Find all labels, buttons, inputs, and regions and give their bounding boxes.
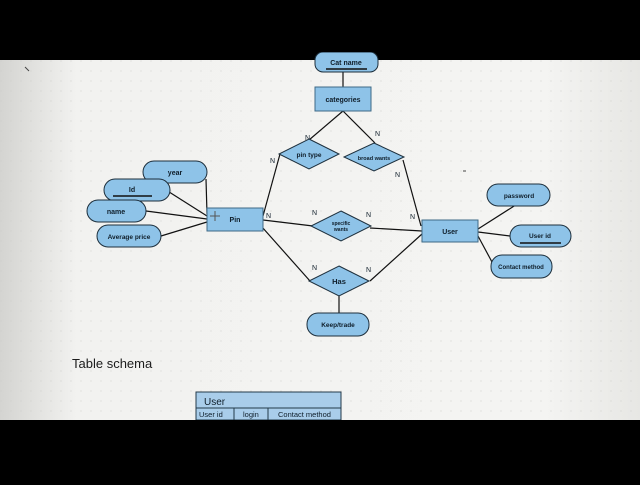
entity-user-label: User — [442, 229, 458, 236]
attribute-year: year — [142, 160, 208, 184]
relationship-has-label: Has — [332, 277, 346, 286]
entity-pin: Pin — [206, 207, 264, 232]
attribute-user-id: User id — [509, 224, 572, 248]
cardinality-marks: N N N N N N N N N N — [266, 131, 415, 274]
schema-table-title: User — [204, 397, 226, 408]
cardinality-label: N — [266, 213, 271, 220]
attribute-user-id-label: User id — [529, 233, 551, 240]
cardinality-label: N — [312, 265, 317, 272]
cardinality-label: N — [375, 131, 380, 138]
cardinality-label: N — [305, 135, 310, 142]
edge-id-pin — [165, 189, 208, 217]
cardinality-label: N — [312, 210, 317, 217]
cardinality-label: N — [395, 172, 400, 179]
letterbox-top-cover — [0, 0, 640, 52]
cardinality-label: N — [410, 214, 415, 221]
edge-pin-specificwants — [262, 219, 314, 227]
relationship-broad-wants: broad wants — [342, 142, 406, 172]
relationship-has: Has — [307, 265, 371, 297]
stray-mark — [24, 66, 30, 72]
edge-name-pin — [145, 210, 208, 220]
cardinality-label: N — [366, 212, 371, 219]
entity-pin-shape — [206, 207, 264, 232]
entity-user-shape — [421, 219, 479, 243]
cardinality-label: N — [366, 267, 371, 274]
attribute-name-shape — [86, 199, 147, 223]
schema-column-header: Contact method — [278, 410, 331, 419]
edge-broadwants-user — [402, 159, 422, 227]
attribute-id: Id — [103, 178, 171, 202]
schema-column-header: User id — [199, 410, 223, 419]
attribute-keep-trade-shape — [306, 312, 370, 337]
relationship-pin-type: pin type — [277, 138, 341, 170]
entity-pin-label: Pin — [230, 217, 241, 224]
relationship-pin-type-label: pin type — [297, 152, 322, 159]
move-cursor-icon — [210, 211, 220, 221]
attribute-name-label: name — [107, 209, 125, 216]
attribute-contact-method-label: Contact method — [498, 265, 544, 271]
table-schema-heading: Table schema — [72, 356, 153, 371]
edge-user-contactmethod — [477, 235, 493, 263]
attribute-average-price-label: Average price — [108, 234, 151, 241]
attribute-id-shape — [103, 178, 171, 202]
edge-averageprice-pin — [160, 221, 208, 237]
edge-categories-pintype — [308, 110, 344, 141]
attribute-keep-trade-label: Keep/trade — [321, 322, 355, 329]
entity-categories: categories — [314, 86, 372, 112]
relationship-has-shape — [307, 265, 371, 297]
schema-table-user: User User id login Contact method — [195, 391, 342, 421]
attribute-cat-name-label: Cat name — [330, 60, 362, 67]
relationship-broad-wants-label: broad wants — [358, 156, 390, 162]
cardinality-label: N — [270, 158, 275, 165]
attribute-name: name — [86, 199, 147, 223]
attribute-average-price: Average price — [96, 224, 162, 248]
attribute-contact-method-shape — [490, 254, 553, 279]
attribute-keep-trade: Keep/trade — [306, 312, 370, 337]
relationship-specific-wants-label-line2: wants — [333, 227, 348, 233]
attribute-year-shape — [142, 160, 208, 184]
attribute-contact-method: Contact method — [490, 254, 553, 279]
attribute-cat-name: Cat name — [314, 51, 379, 73]
attribute-password-label: password — [504, 193, 534, 200]
attribute-user-id-shape — [509, 224, 572, 248]
edge-user-userid — [477, 231, 511, 237]
entity-user: User — [421, 219, 479, 243]
edge-categories-broadwants — [342, 110, 376, 144]
letterbox-bottom-cover — [0, 420, 640, 480]
relationship-specific-wants-shape — [309, 210, 373, 242]
edge-has-user — [369, 233, 423, 282]
edge-pin-has — [261, 226, 311, 282]
relationship-specific-wants-label-line1: specific — [332, 221, 351, 227]
attribute-password-shape — [486, 183, 551, 207]
relationship-pin-type-shape — [277, 138, 341, 170]
attribute-average-price-shape — [96, 224, 162, 248]
entity-categories-label: categories — [325, 97, 360, 104]
attribute-year-label: year — [168, 170, 183, 177]
entity-categories-shape — [314, 86, 372, 112]
edge-specificwants-user — [369, 227, 423, 232]
attribute-password: password — [486, 183, 551, 207]
attribute-id-label: Id — [129, 187, 135, 194]
edge-pintype-pin — [262, 153, 281, 217]
relationship-specific-wants: specific wants — [309, 210, 373, 242]
schema-column-header: login — [243, 410, 259, 419]
relationship-broad-wants-shape — [342, 142, 406, 172]
